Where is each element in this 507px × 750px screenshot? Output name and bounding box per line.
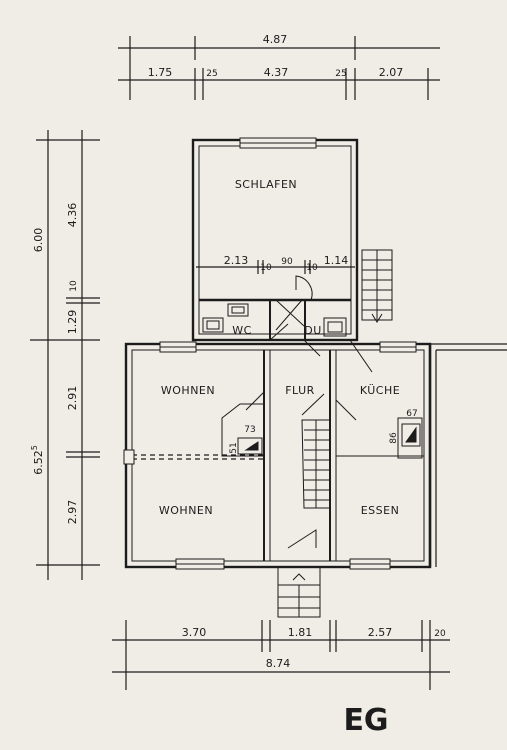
dimension-labels: 4.87 1.75 25 4.37 25 2.07 6.00 4.36 10 1… <box>30 33 446 670</box>
dim-left-lower-total: 6.525 <box>30 445 45 475</box>
room-wohnen-top: WOHNEN <box>161 384 215 397</box>
dim-chimney-left-w: 73 <box>244 425 255 435</box>
dim-bottom-2: 1.81 <box>288 626 313 639</box>
staircase-flur <box>301 419 331 509</box>
room-flur: FLUR <box>285 384 315 397</box>
dim-left-lower-2: 2.97 <box>66 500 79 525</box>
dim-left-upper-3: 1.29 <box>66 310 79 335</box>
doors <box>245 275 373 549</box>
inner-dimension-line <box>196 260 355 274</box>
dim-left-upper-total: 6.00 <box>32 228 45 253</box>
dim-inner-5: 1.14 <box>324 254 349 267</box>
dim-inner-2: 10 <box>260 263 272 273</box>
dim-chimney-right-h: 86 <box>389 432 399 444</box>
dim-top-3: 4.37 <box>264 66 289 79</box>
room-schlafen: SCHLAFEN <box>235 178 297 191</box>
dim-left-upper-1: 4.36 <box>66 203 79 228</box>
dim-bottom-3: 2.57 <box>368 626 393 639</box>
dim-top-1: 1.75 <box>148 66 173 79</box>
room-labels: SCHLAFEN WC DU WOHNEN FLUR KÜCHE WOHNEN … <box>159 178 400 517</box>
chimney-right <box>397 417 423 459</box>
windows <box>123 137 417 570</box>
dim-inner-3: 90 <box>281 257 293 267</box>
dim-bottom-1: 3.70 <box>182 626 207 639</box>
room-du: DU <box>304 324 322 337</box>
dim-top-2: 25 <box>206 69 217 79</box>
room-wc: WC <box>232 324 252 337</box>
dim-top-4: 25 <box>335 69 346 79</box>
room-essen: ESSEN <box>361 504 400 517</box>
dim-top-5: 2.07 <box>379 66 404 79</box>
staircase-upper <box>361 249 393 323</box>
dim-chimney-left-h: 51 <box>229 442 239 453</box>
dim-chimney-right-w: 67 <box>406 409 417 419</box>
floor-label: EG <box>343 703 388 738</box>
dim-inner-4: 10 <box>306 263 318 273</box>
dim-bottom-total: 8.74 <box>266 657 291 670</box>
sanitary-fixtures <box>202 303 347 337</box>
dim-bottom-4: 20 <box>434 629 446 639</box>
entrance-steps <box>277 566 321 618</box>
chimney-left <box>221 403 265 457</box>
room-wohnen-bottom: WOHNEN <box>159 504 213 517</box>
dim-inner-1: 2.13 <box>224 254 249 267</box>
room-kueche: KÜCHE <box>360 384 400 397</box>
dim-left-lower-1: 2.91 <box>66 386 79 411</box>
top-dimension-lines <box>118 36 440 100</box>
dim-left-upper-2: 10 <box>69 280 79 292</box>
left-dimension-lines <box>30 130 100 580</box>
dim-top-total: 4.87 <box>263 33 288 46</box>
bottom-dimension-lines <box>112 620 450 690</box>
